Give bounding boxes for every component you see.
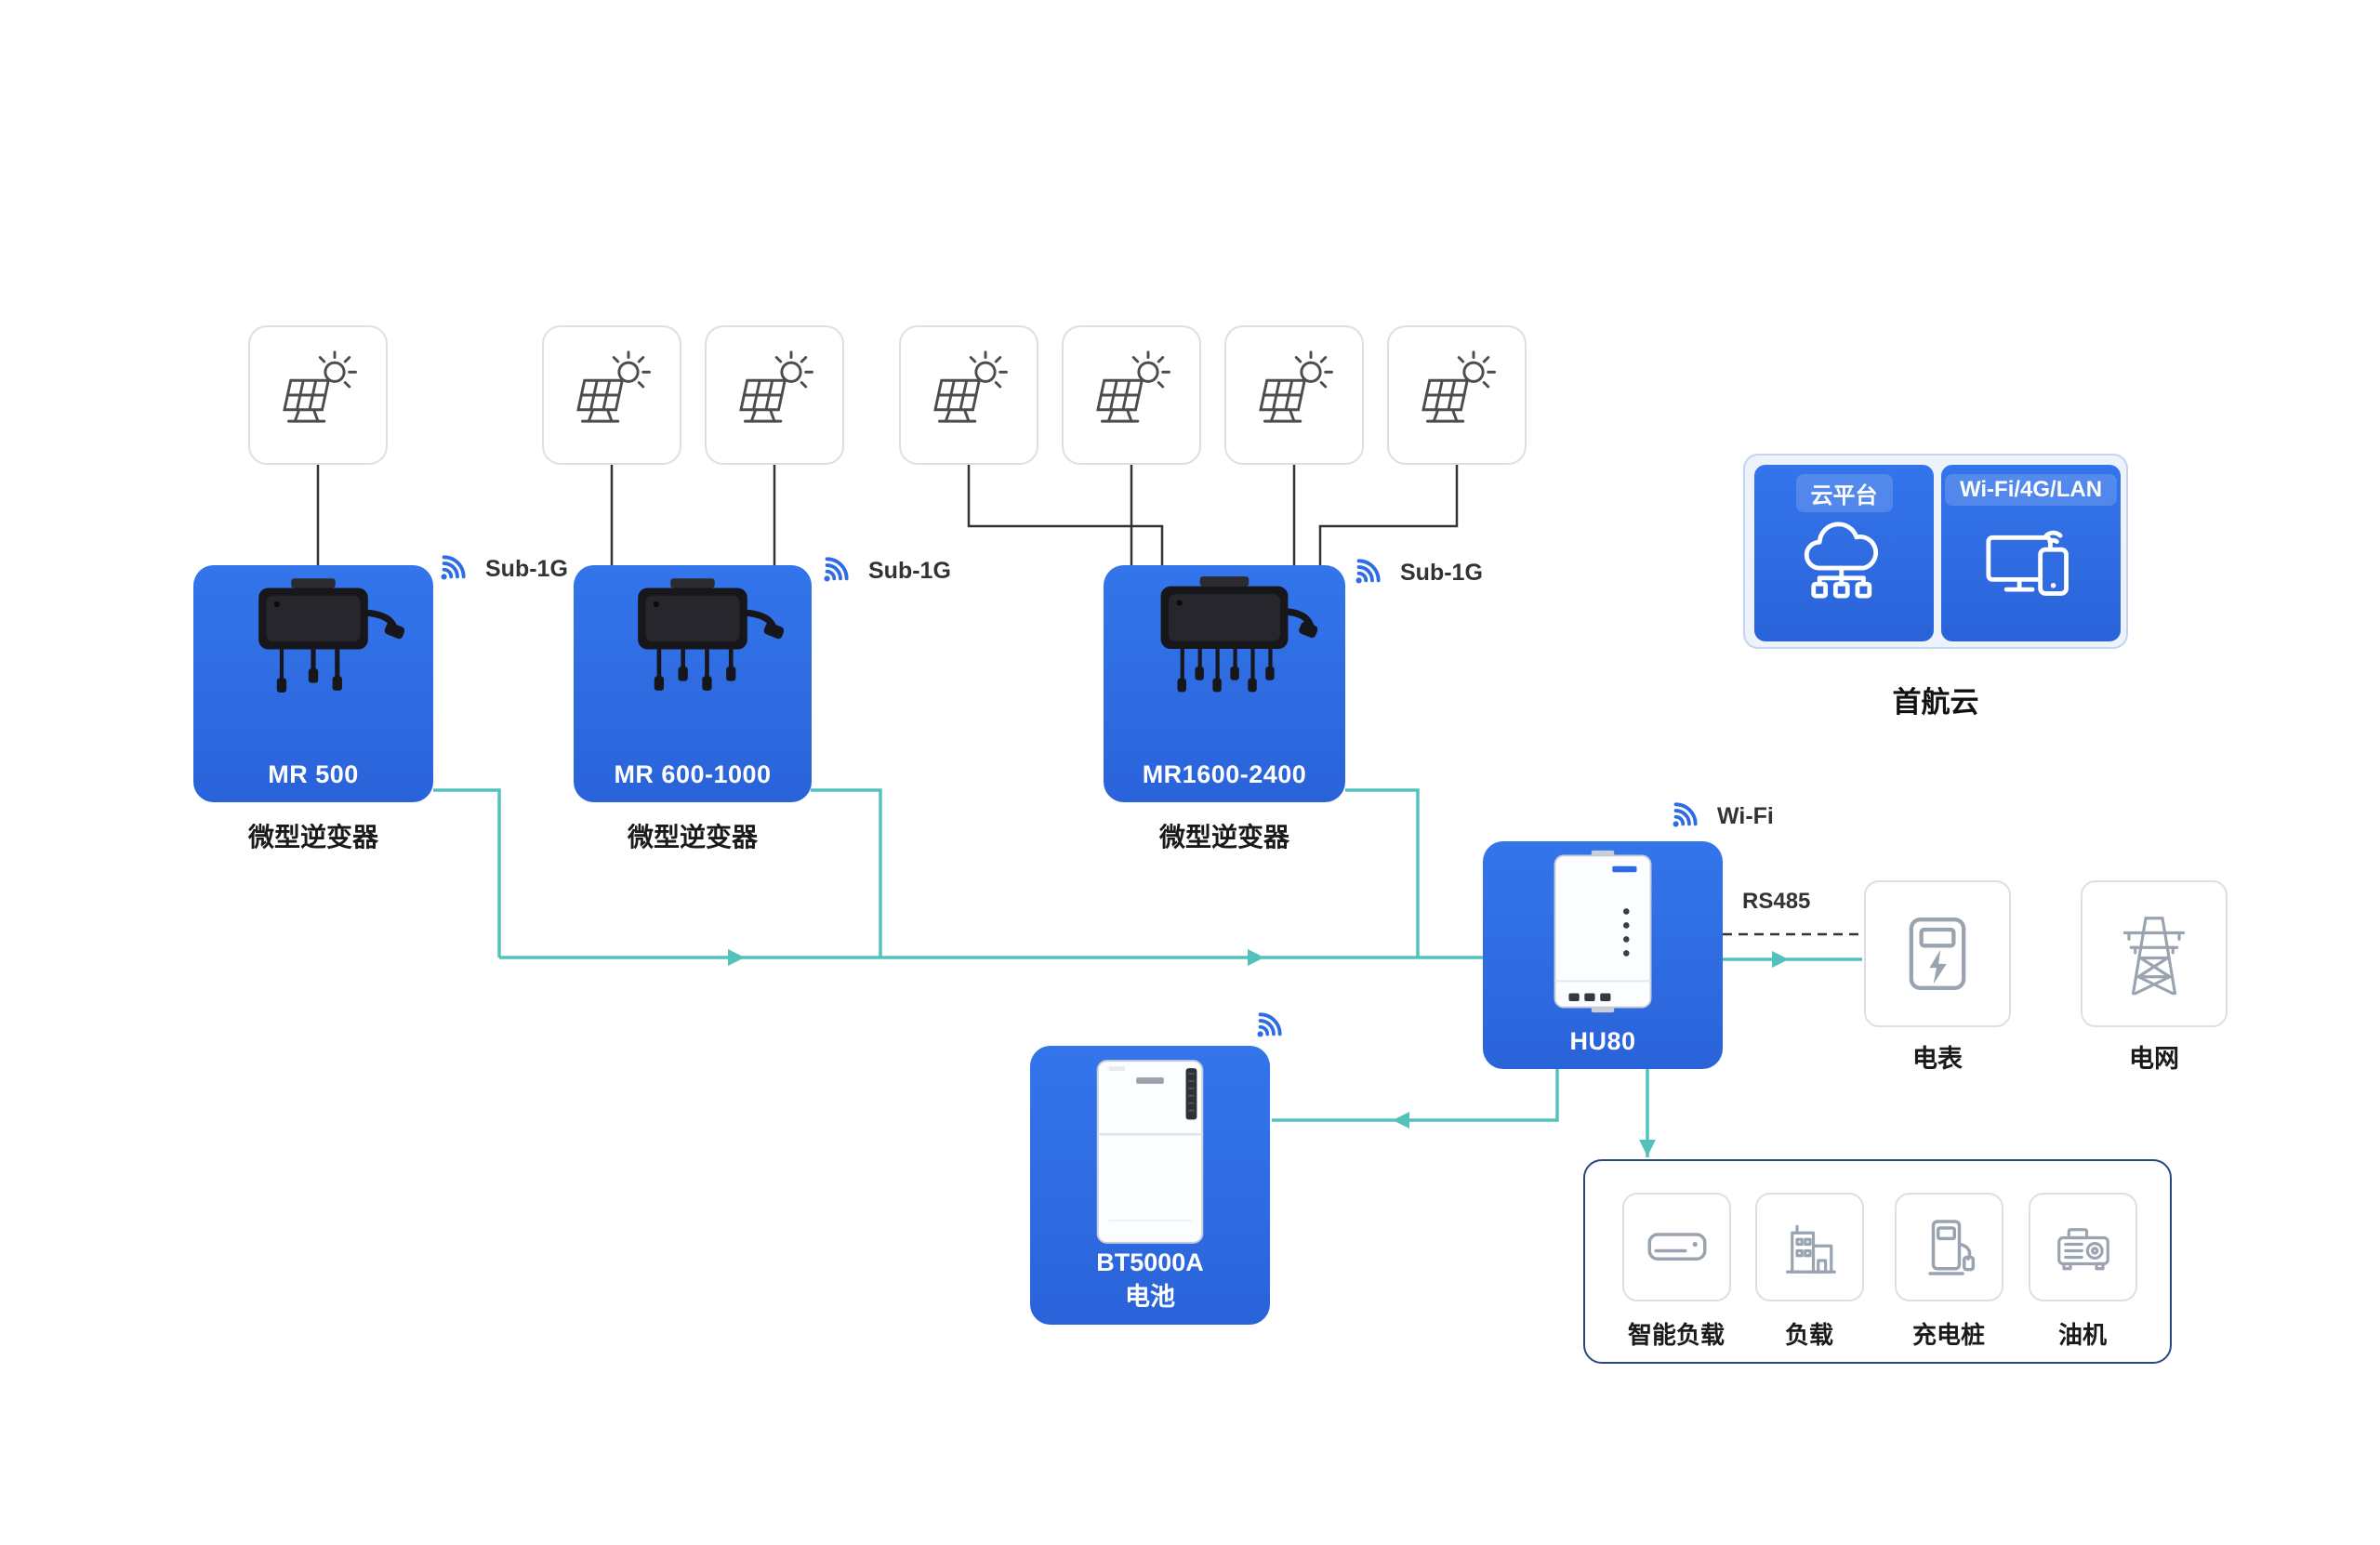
sub1g-signal-icon bbox=[441, 555, 466, 580]
cloud-platform-tile: 云平台 bbox=[1754, 465, 1934, 641]
meter-label: 电表 bbox=[1912, 1045, 1963, 1073]
pv-panel-7 bbox=[1387, 325, 1527, 465]
inverter-name: MR1600-2400 bbox=[1142, 760, 1307, 788]
cloud-connectivity-tile: Wi-Fi/4G/LAN bbox=[1941, 465, 2121, 641]
inverter-box-mr1600-2400: MR1600-2400 bbox=[1104, 565, 1345, 802]
load-box bbox=[1755, 1193, 1864, 1301]
solar-panel-icon bbox=[1421, 350, 1496, 423]
sub1g-signal-icon bbox=[1355, 559, 1381, 584]
smart-load-box bbox=[1622, 1193, 1731, 1301]
pv-panel-6 bbox=[1224, 325, 1364, 465]
rs485-label: RS485 bbox=[1742, 889, 1811, 914]
smart-load-icon bbox=[1647, 1232, 1706, 1261]
inverter-box-mr600-1000: MR 600-1000 bbox=[574, 565, 812, 802]
battery-name: BT5000A 电池 bbox=[1030, 1246, 1270, 1314]
inverter-name: MR 600-1000 bbox=[614, 760, 772, 788]
solar-panel-icon bbox=[1096, 350, 1170, 423]
pv-panel-1 bbox=[248, 325, 388, 465]
monitor-phone-icon bbox=[1985, 530, 2069, 596]
ev-charger-box bbox=[1895, 1193, 2003, 1301]
hub-name: HU80 bbox=[1569, 1027, 1636, 1055]
generator-box bbox=[2029, 1193, 2137, 1301]
microinverter-image bbox=[638, 578, 784, 691]
sub1g-signal-icon bbox=[824, 557, 849, 582]
inverter-box-mr500: MR 500 bbox=[193, 565, 433, 802]
pv-panel-2 bbox=[542, 325, 681, 465]
battery-device-image bbox=[1096, 1060, 1204, 1244]
solar-panel-icon bbox=[933, 350, 1008, 423]
sub1g-label: Sub-1G bbox=[1400, 560, 1483, 586]
wifi-signal-icon bbox=[1673, 802, 1698, 827]
load-label: 负载 bbox=[1784, 1321, 1833, 1349]
meter-box bbox=[1864, 880, 2011, 1027]
microinverter-image bbox=[258, 578, 404, 693]
generator-icon bbox=[2056, 1227, 2109, 1270]
cloud-module: 云平台 Wi-Fi/4G/LAN bbox=[1743, 454, 2128, 649]
solar-panel-icon bbox=[1259, 350, 1333, 423]
inverter-type-label: 微型逆变器 bbox=[247, 823, 378, 852]
cloud-name: 首航云 bbox=[1892, 686, 1979, 719]
sub1g-label: Sub-1G bbox=[485, 556, 568, 582]
pv-panel-5 bbox=[1062, 325, 1201, 465]
generator-label: 油机 bbox=[2057, 1321, 2107, 1349]
meter-icon bbox=[1909, 918, 1966, 990]
hub-box-hu80: HU80 bbox=[1483, 841, 1723, 1069]
wifi-label: Wi-Fi bbox=[1717, 803, 1774, 829]
inverter-type-label: 微型逆变器 bbox=[627, 823, 758, 852]
battery-box-bt5000a: BT5000A 电池 bbox=[1030, 1046, 1270, 1325]
cloud-network-icon bbox=[1804, 522, 1878, 599]
wifi-signal-icon bbox=[1257, 1012, 1282, 1037]
pv-panel-3 bbox=[705, 325, 844, 465]
grid-box bbox=[2081, 880, 2228, 1027]
inverter-type-label: 微型逆变器 bbox=[1158, 823, 1289, 852]
battery-model: BT5000A bbox=[1096, 1248, 1204, 1277]
ev-charger-icon bbox=[1927, 1219, 1975, 1275]
solar-panel-icon bbox=[739, 350, 813, 423]
sub1g-label: Sub-1G bbox=[868, 558, 951, 584]
cloud-platform-label: 云平台 bbox=[1795, 474, 1893, 512]
power-grid-icon bbox=[2122, 917, 2186, 996]
pv-panel-4 bbox=[899, 325, 1038, 465]
ev-charger-label: 充电桩 bbox=[1911, 1321, 1985, 1349]
battery-type: 电池 bbox=[1125, 1282, 1175, 1311]
smart-load-label: 智能负载 bbox=[1627, 1321, 1725, 1349]
solar-panel-icon bbox=[576, 350, 651, 423]
inverter-name: MR 500 bbox=[268, 760, 359, 788]
solar-panel-icon bbox=[283, 350, 357, 423]
hub-device-image bbox=[1554, 850, 1652, 1013]
grid-label: 电网 bbox=[2129, 1045, 2179, 1073]
connectivity-label: Wi-Fi/4G/LAN bbox=[1944, 474, 2118, 506]
load-building-icon bbox=[1785, 1224, 1836, 1274]
microinverter-image bbox=[1160, 576, 1317, 693]
